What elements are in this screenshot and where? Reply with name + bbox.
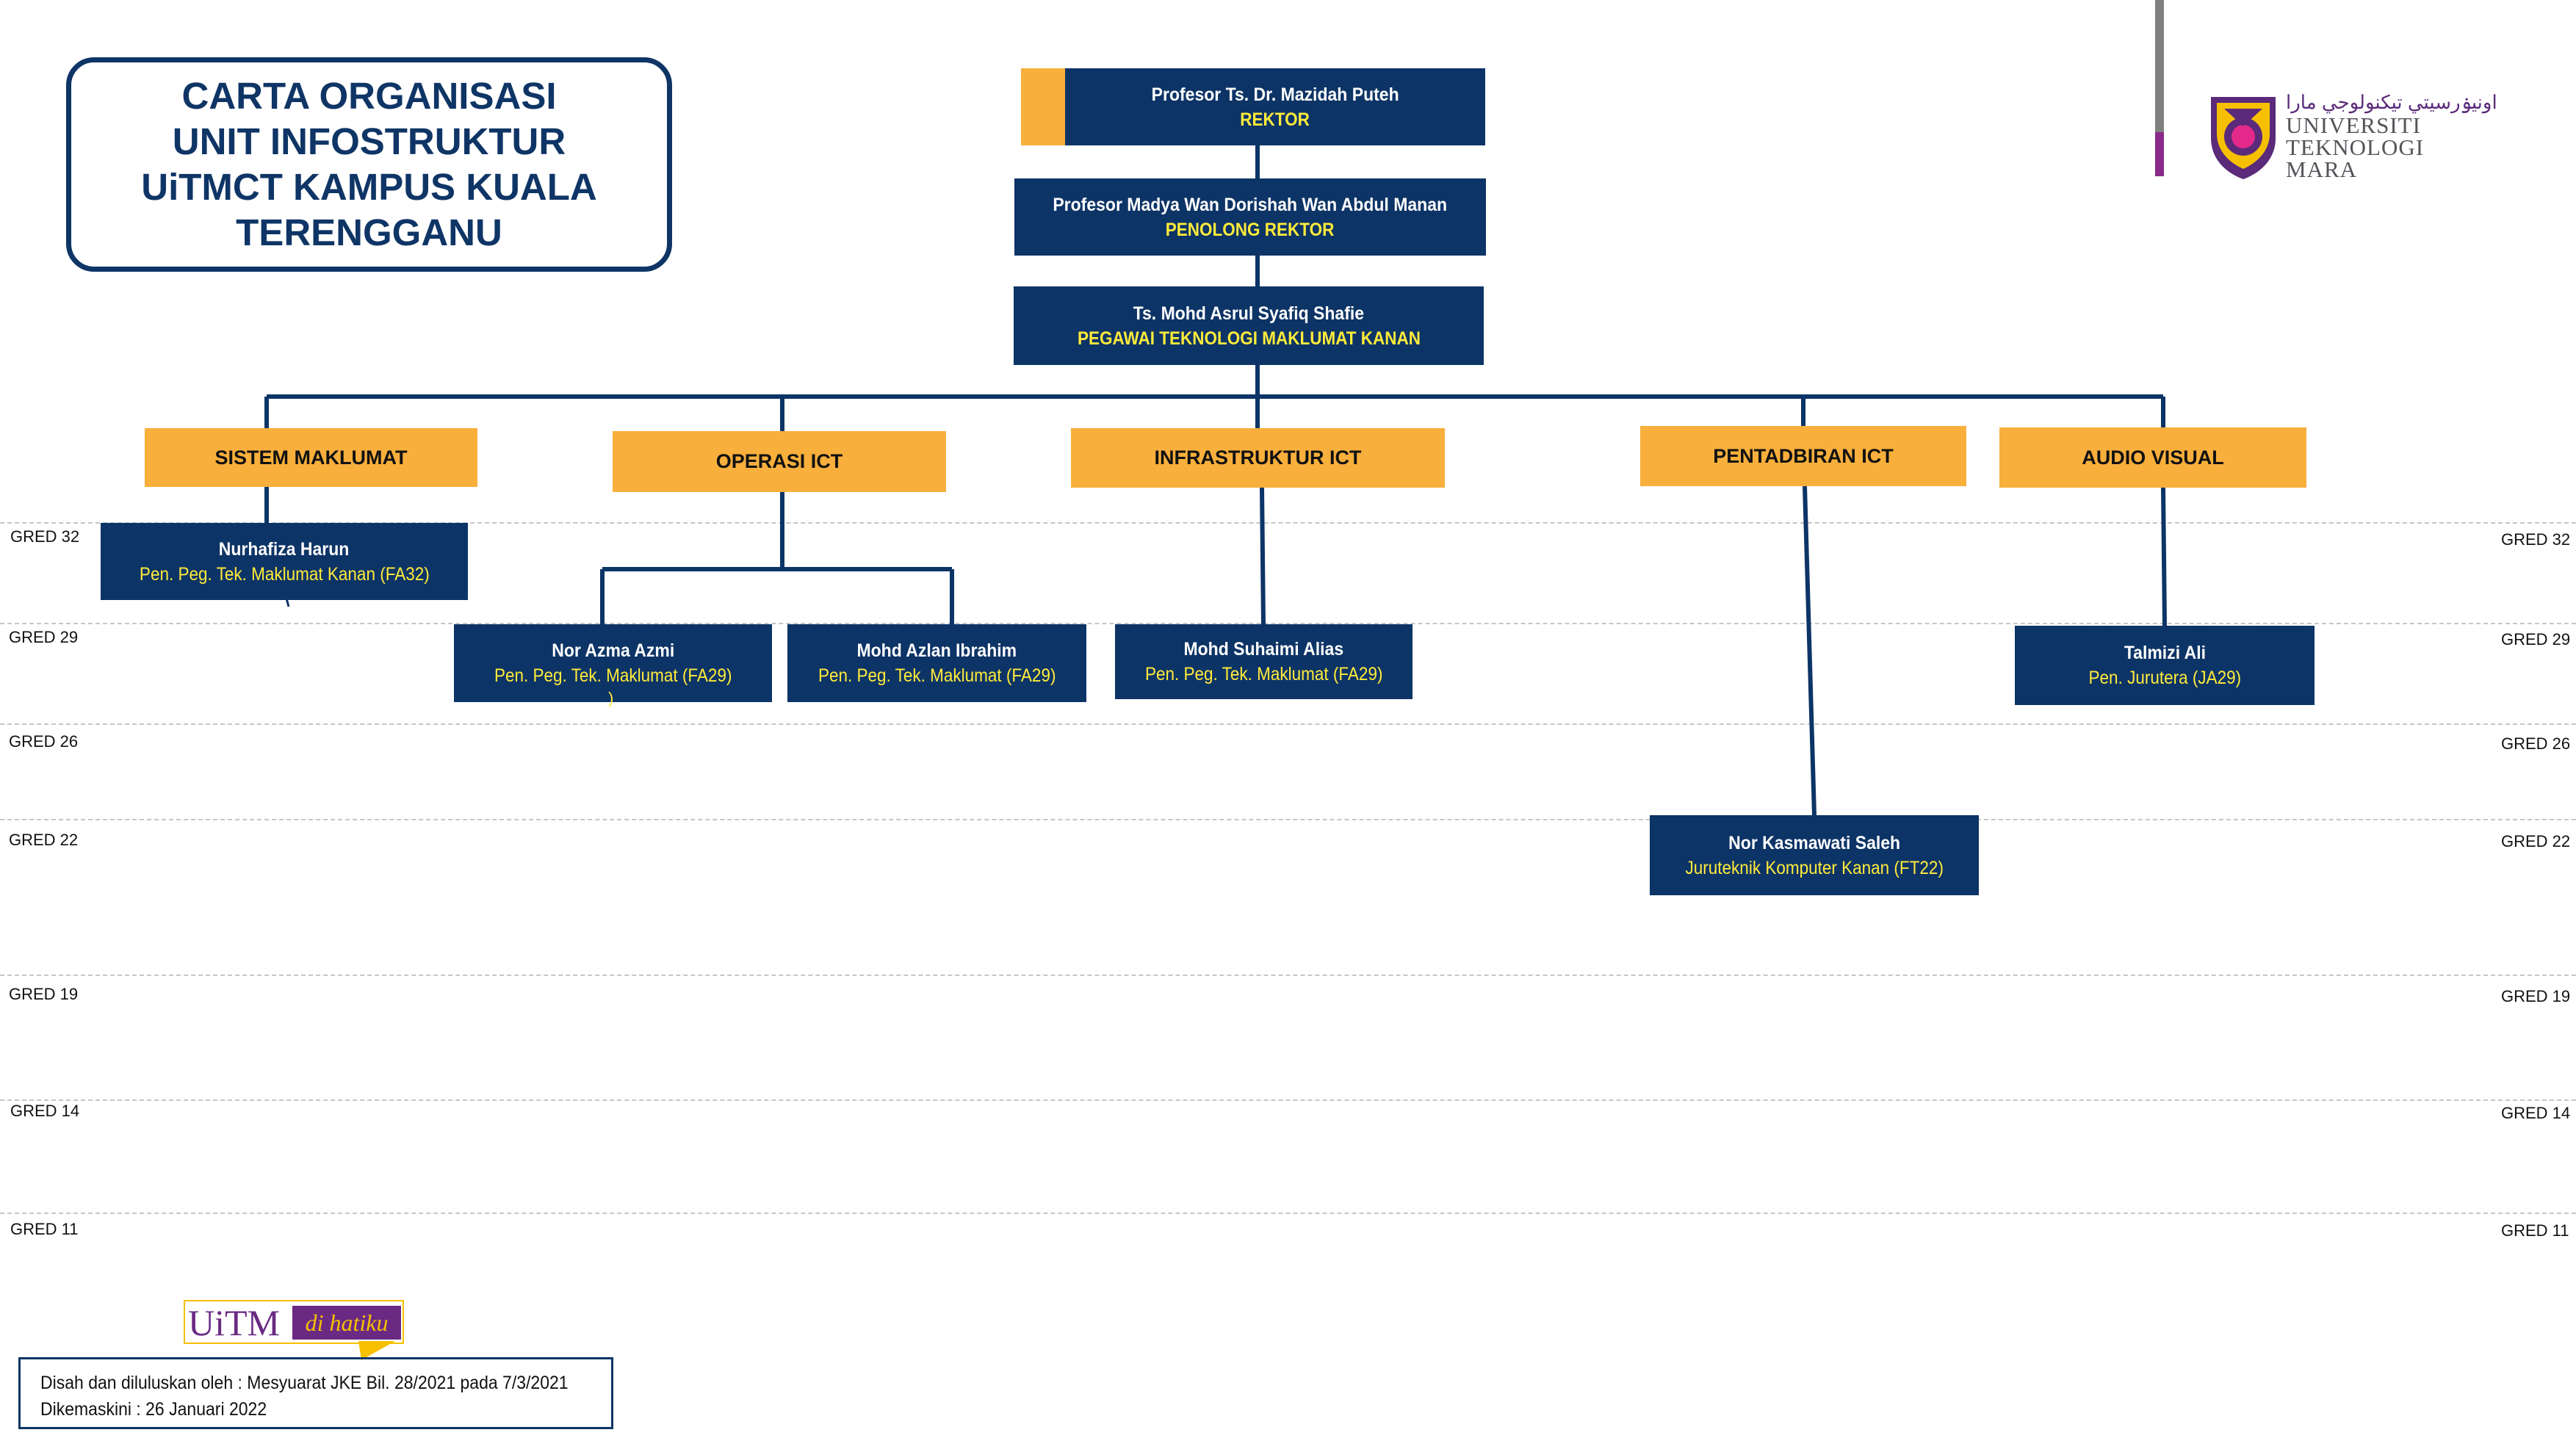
uitm-badge: UiTM di hatiku xyxy=(184,1300,404,1344)
ptm-kanan-box: Ts. Mohd Asrul Syafiq Shafie PEGAWAI TEK… xyxy=(1014,286,1484,365)
grade-label: GRED 14 xyxy=(2501,1104,2571,1122)
ptm-kanan-name: Ts. Mohd Asrul Syafiq Shafie xyxy=(1133,303,1365,324)
logo-line: UNIVERSITI xyxy=(2286,112,2421,138)
grade-label: GRED 22 xyxy=(9,831,79,849)
grade-label: GRED 11 xyxy=(10,1220,79,1238)
grade-label: GRED 19 xyxy=(2501,987,2571,1005)
title-line: UNIT INFOSTRUKTUR xyxy=(172,120,566,162)
badge-main: UiTM xyxy=(188,1302,280,1343)
grade-line xyxy=(0,1213,2576,1214)
title-line: UiTMCT KAMPUS KUALA xyxy=(141,166,597,208)
rektor-name: Profesor Ts. Dr. Mazidah Puteh xyxy=(1151,84,1399,105)
grade-label: GRED 29 xyxy=(2501,630,2571,648)
grade-label: GRED 14 xyxy=(10,1102,80,1120)
dept-infrastruktur-ict: INFRASTRUKTUR ICT xyxy=(1071,428,1445,488)
staff-card: Nurhafiza Harun Pen. Peg. Tek. Maklumat … xyxy=(101,523,468,600)
dept-sistem-maklumat: SISTEM MAKLUMAT xyxy=(145,428,477,487)
staff-name: Nurhafiza Harun xyxy=(219,538,350,560)
logo-line: TEKNOLOGI xyxy=(2286,134,2425,160)
staff-name: Mohd Suhaimi Alias xyxy=(1183,639,1344,660)
grade-line xyxy=(0,623,2576,624)
grade-line xyxy=(0,819,2576,820)
staff-role: Pen. Peg. Tek. Maklumat Kanan (FA32) xyxy=(139,563,430,585)
grade-line xyxy=(0,975,2576,976)
grade-label: GRED 26 xyxy=(9,732,79,751)
grade-line xyxy=(0,522,2576,524)
badge-sub: di hatiku xyxy=(292,1306,401,1340)
footer-approval: Disah dan diluluskan oleh : Mesyuarat JK… xyxy=(40,1373,569,1393)
staff-role: Pen. Jurutera (JA29) xyxy=(2088,668,2241,688)
logo-text: UNIVERSITI TEKNOLOGI MARA xyxy=(2286,112,2425,182)
staff-card: Mohd Suhaimi Alias Pen. Peg. Tek. Maklum… xyxy=(1115,624,1413,699)
stray-mark: ) xyxy=(608,689,614,707)
footer-updated: Dikemaskini : 26 Januari 2022 xyxy=(40,1399,267,1420)
staff-role: Pen. Peg. Tek. Maklumat (FA29) xyxy=(494,665,732,686)
grade-line xyxy=(0,723,2576,725)
grade-line xyxy=(0,1099,2576,1101)
grade-label: GRED 19 xyxy=(9,985,79,1003)
title-line: TERENGGANU xyxy=(236,212,502,253)
rektor-role: REKTOR xyxy=(1240,109,1310,130)
penolong-rektor-box: Profesor Madya Wan Dorishah Wan Abdul Ma… xyxy=(1014,178,1486,256)
logo-divider-accent xyxy=(2155,132,2164,176)
staff-name: Talmizi Ali xyxy=(2124,643,2206,663)
ptm-kanan-role: PEGAWAI TEKNOLOGI MAKLUMAT KANAN xyxy=(1077,328,1421,349)
logo-line: MARA xyxy=(2286,156,2358,182)
staff-name: Mohd Azlan Ibrahim xyxy=(856,640,1017,661)
staff-role: Juruteknik Komputer Kanan (FT22) xyxy=(1685,857,1944,878)
grade-label: GRED 32 xyxy=(2501,530,2571,549)
grade-label: GRED 22 xyxy=(2501,832,2571,850)
dept-audio-visual: AUDIO VISUAL xyxy=(1999,427,2306,488)
dept-operasi-ict: OPERASI ICT xyxy=(613,431,946,492)
staff-name: Nor Kasmawati Saleh xyxy=(1728,832,1900,853)
accent-block xyxy=(1021,68,1065,145)
title-line: CARTA ORGANISASI xyxy=(181,75,557,117)
staff-card: Talmizi Ali Pen. Jurutera (JA29) xyxy=(2015,626,2315,705)
penolong-rektor-role: PENOLONG REKTOR xyxy=(1166,219,1335,240)
footer-box: Disah dan diluluskan oleh : Mesyuarat JK… xyxy=(18,1357,613,1429)
logo-arabic: اونيۏرسيتي تيكنولوجي مارا xyxy=(2286,91,2497,113)
grade-label: GRED 26 xyxy=(2501,734,2571,753)
grade-label: GRED 29 xyxy=(9,628,79,646)
badge-pointer-icon xyxy=(358,1341,395,1360)
staff-role: Pen. Peg. Tek. Maklumat (FA29) xyxy=(818,665,1056,686)
staff-card: Nor Kasmawati Saleh Juruteknik Komputer … xyxy=(1650,815,1979,895)
rektor-box: Profesor Ts. Dr. Mazidah Puteh REKTOR xyxy=(1065,68,1485,145)
staff-name: Nor Azma Azmi xyxy=(551,640,674,661)
staff-card: Nor Azma Azmi Pen. Peg. Tek. Maklumat (F… xyxy=(454,624,772,707)
uitm-crest-icon xyxy=(2211,97,2276,179)
staff-role: Pen. Peg. Tek. Maklumat (FA29) xyxy=(1144,664,1383,684)
title-box: CARTA ORGANISASI UNIT INFOSTRUKTUR UiTMC… xyxy=(66,57,672,272)
staff-card: Mohd Azlan Ibrahim Pen. Peg. Tek. Maklum… xyxy=(787,624,1086,702)
dept-pentadbiran-ict: PENTADBIRAN ICT xyxy=(1640,426,1966,486)
penolong-rektor-name: Profesor Madya Wan Dorishah Wan Abdul Ma… xyxy=(1053,194,1448,215)
grade-label: GRED 32 xyxy=(10,527,80,546)
grade-label: GRED 11 xyxy=(2501,1221,2569,1240)
